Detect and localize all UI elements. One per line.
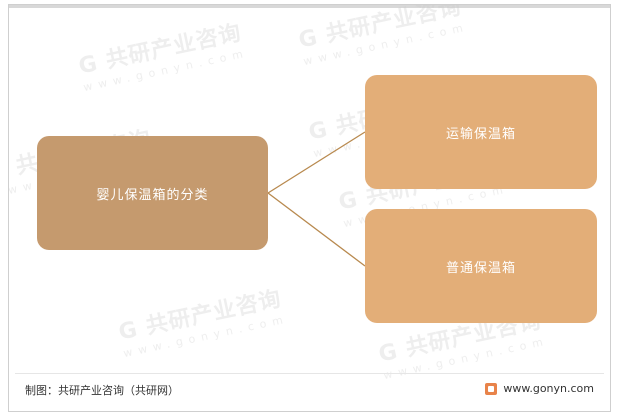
child-node-transport: 运输保温箱 (365, 75, 597, 189)
logo-icon (485, 382, 498, 395)
diagram-frame: G 共研产业咨询 www.gonyn.com G 共研产业咨询 www.gony… (8, 4, 611, 412)
website-credit: www.gonyn.com (485, 382, 594, 395)
website-url: www.gonyn.com (503, 382, 594, 395)
child-node-label: 运输保温箱 (445, 126, 516, 142)
root-node-label: 婴儿保温箱的分类 (96, 187, 209, 203)
connector-lines (267, 131, 366, 267)
connector-to-top (267, 131, 366, 194)
root-node: 婴儿保温箱的分类 (37, 136, 268, 250)
source-credit: 制图：共研产业咨询（共研网） (25, 384, 179, 397)
child-node-standard: 普通保温箱 (365, 209, 597, 323)
child-node-label: 普通保温箱 (445, 260, 516, 276)
footer-divider (15, 373, 604, 374)
top-border (9, 5, 610, 8)
connector-to-bottom (267, 192, 366, 267)
